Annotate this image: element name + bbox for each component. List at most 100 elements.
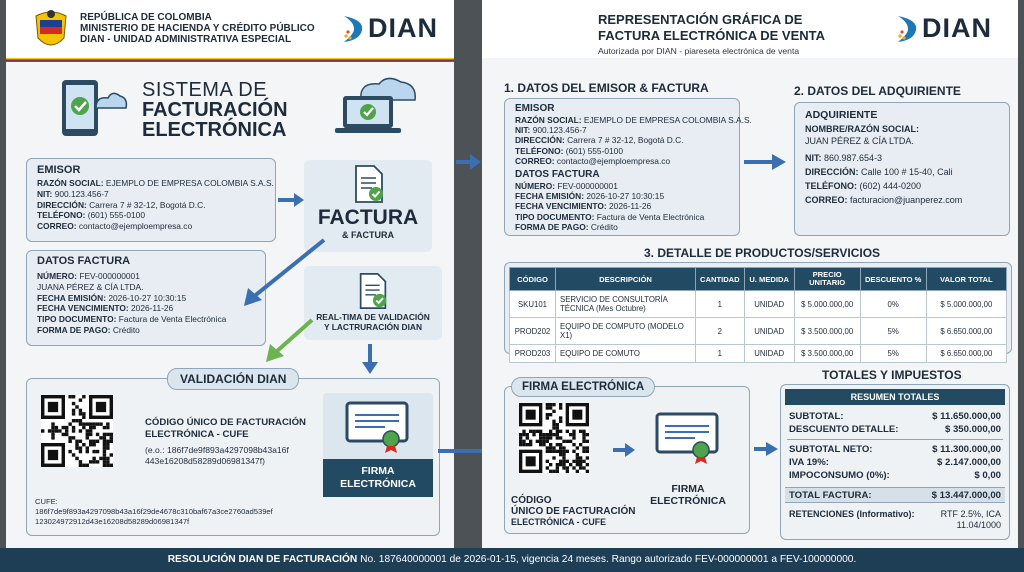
emisor-heading: EMISOR [37,164,81,176]
footer-text: No. 187640000001 de 2026-01-15, vigencia… [357,554,857,565]
table-row: PROD202 EQUIPO DE COMPUTO (MODELO X1) 2 … [509,317,1008,345]
code-line-1: CÓDIGO [511,495,552,506]
cell: $ 5.000.000,00 [925,290,1008,318]
datos-row: FECHA VENCIMIENTO: 2026-11-26 [37,303,174,314]
factura-card: FACTURA & FACTURA [304,160,432,252]
arrow-right-icon [754,442,778,456]
arrow-right-icon [613,443,635,457]
title-line-3: ELECTRÓNICA [142,119,287,141]
emisor-row: CORREO: contacto@ejemploempresa.co [37,221,193,232]
adquiriente-row: TELÉFONO: (602) 444-0200 [805,181,922,191]
cell: 1 [695,290,745,318]
cell: $ 5.000.000,00 [793,290,861,318]
emisor-heading: EMISOR [515,103,555,114]
cell: 1 [695,344,745,363]
firma-heading: FIRMA ELECTRÓNICA [511,377,656,397]
doc-subtitle: Autorizada por DIAN - piareseta electrón… [598,46,800,56]
cufe-value-2: 123024972912d43e16208d58289d06981347f [35,517,190,526]
validacion-heading: VALIDACIÓN DIAN [167,368,300,390]
factura-subtitle: & FACTURA [342,230,394,240]
emisor-row: DIRECCIÓN: Carrera 7 # 32-12, Bogotá D.C… [37,199,206,210]
col-header: U. MEDIDA [743,267,795,291]
products-box: CÓDIGO DESCRIPCIÓN CANTIDAD U. MEDIDA PR… [504,262,1012,363]
cell: $ 6.650.000,00 [925,344,1008,363]
cell: EQUIPO DE COMPUTO (MODELO X1) [555,317,696,345]
dian-wordmark: DIAN [922,13,992,43]
emisor-row: NIT: 900.123.456-7 [515,125,587,136]
emisor-rows: RAZÓN SOCIAL: EJEMPLO DE EMPRESA COLOMBI… [37,178,274,232]
cell: 5% [859,344,927,363]
arrow-right-icon [744,154,786,170]
datos-factura-box: DATOS FACTURA NÚMERO: FEV-000000001 JUAN… [26,250,266,346]
totales-heading: TOTALES Y IMPUESTOS [822,368,962,382]
total-factura-row: TOTAL FACTURA: $ 13.447.000,00 [785,487,1005,503]
cell: EQUIPO DE COMUTO [555,344,696,363]
adquiriente-row: DIRECCIÓN: Calle 100 # 15-40, Cali [805,167,953,177]
dian-logo-icon [344,16,363,42]
firma-electronica-card: FIRMA ELECTRÓNICA [323,393,433,497]
cell: UNIDAD [743,290,795,318]
resolution-footer: RESOLUCIÓN DIAN DE FACTURACIÓN No. 18764… [0,548,1024,572]
left-panel: REPÚBLICA DE COLOMBIA MINISTERIO DE HACI… [6,0,454,548]
realtime-validation-card: REAL-TIMA DE VALIDACIÓN Y LACTRURACIÓN D… [304,266,442,340]
retenciones-value-1: RTF 2.5%, ICA [940,509,1001,519]
datos-heading: DATOS FACTURA [37,255,131,267]
section-1-heading: 1. DATOS DEL EMISOR & FACTURA [504,81,709,95]
col-header: VALOR TOTAL [925,267,1008,291]
datos-row: JUANA PÉREZ & CÍA LTDA. [37,281,144,292]
title-line-2: FACTURACIÓN [142,99,288,121]
cell: $ 3.500.000,00 [793,344,861,363]
document-check-icon [359,273,387,309]
retenciones-value-2: 11.04/1000 [956,520,1001,530]
totales-box: RESUMEN TOTALES SUBTOTAL:$ 11.650.000,00… [780,384,1010,540]
adquiriente-heading: ADQUIRIENTE [805,109,878,121]
datos-row: TIPO DOCUMENTO: Factura de Venta Electró… [515,211,705,222]
col-header: CÓDIGO [509,267,556,291]
cell: SERVICIO DE CONSULTORÍA TÉCNICA (Mes Oct… [555,290,696,318]
total-row: SUBTOTAL NETO:$ 11.300.000,00 [789,444,1001,455]
cell: $ 3.500.000,00 [793,317,861,345]
cufe-title-2: ELECTRÓNICA - CUFE [145,429,249,440]
emisor-row: TELÉFONO: (601) 555-0100 [37,210,145,221]
emisor-row: NIT: 900.123.456-7 [37,188,109,199]
firma-line-2: ELECTRÓNICA [340,478,416,490]
cell: PROD203 [509,344,556,363]
cufe-example-1: (e.o.: 186f7de9f893a4297098b43a16f [145,445,289,455]
emisor-factura-box: EMISOR RAZÓN SOCIAL: EJEMPLO DE EMPRESA … [504,98,752,236]
cufe-title-1: CÓDIGO ÚNICO DE FACTURACIÓN [145,417,306,428]
totales-group-1: SUBTOTAL:$ 11.650.000,00 DESCUENTO DETAL… [781,410,1009,436]
datos-rows: NÚMERO: FEV-000000001 FECHA EMISIÓN: 202… [515,181,704,232]
code-line-3: ELECTRÓNICA - CUFE [511,517,606,527]
retenciones-label: RETENCIONES (Informativo): [789,509,915,519]
adquiriente-name-label: NOMBRE/RAZÓN SOCIAL: [805,124,919,134]
emisor-rows: RAZÓN SOCIAL: EJEMPLO DE EMPRESA COLOMBI… [515,115,752,166]
title-line-1: SISTEMA DE [142,79,268,101]
code-line-2: ÚNICO DE FACTURACIÓN [511,506,636,517]
cell: 5% [859,317,927,345]
emisor-row: DIRECCIÓN: Carrera 7 # 32-12, Bogotá D.C… [515,135,684,146]
footer-bold: RESOLUCIÓN DIAN DE FACTURACIÓN [167,554,358,565]
col-header: DESCRIPCIÓN [555,267,696,291]
adquiriente-box: ADQUIRIENTE NOMBRE/RAZÓN SOCIAL: JUAN PÉ… [794,102,1010,236]
totales-group-2: SUBTOTAL NETO:$ 11.300.000,00 IVA 19%:$ … [781,443,1009,482]
cell: 2 [695,317,745,345]
doc-title-1: REPRESENTACIÓN GRÁFICA DE [598,12,803,27]
cell: UNIDAD [743,344,795,363]
doc-title-2: FACTURA ELECTRÓNICA DE VENTA [598,28,826,43]
firma-line-1: FIRMA [361,465,395,477]
datos-rows: NÚMERO: FEV-000000001 JUANA PÉREZ & CÍA … [37,271,226,336]
table-row: SKU101 SERVICIO DE CONSULTORÍA TÉCNICA (… [509,290,1008,318]
factura-title: FACTURA [317,206,419,229]
cell: $ 6.650.000,00 [925,317,1008,345]
arrow-down-left-icon [244,238,326,306]
cufe-label: CUFE: [35,497,58,506]
qr-code-icon [41,395,113,467]
datos-row: TIPO DOCUMENTO: Factura de Venta Electró… [37,314,227,325]
total-factura-value: $ 13.447.000,00 [931,490,1001,501]
section-3-heading: 3. DETALLE DE PRODUCTOS/SERVICIOS [644,246,881,260]
header-line-2: MINISTERIO DE HACIENDA Y CRÉDITO PÚBLICO [80,23,315,34]
firma-line-2: ELECTRÓNICA [650,495,726,507]
adquiriente-rows: NIT: 860.987.654-3 DIRECCIÓN: Calle 100 … [805,151,962,207]
datos-row: FECHA VENCIMIENTO: 2026-11-26 [515,201,652,212]
products-table: CÓDIGO DESCRIPCIÓN CANTIDAD U. MEDIDA PR… [509,267,1008,363]
